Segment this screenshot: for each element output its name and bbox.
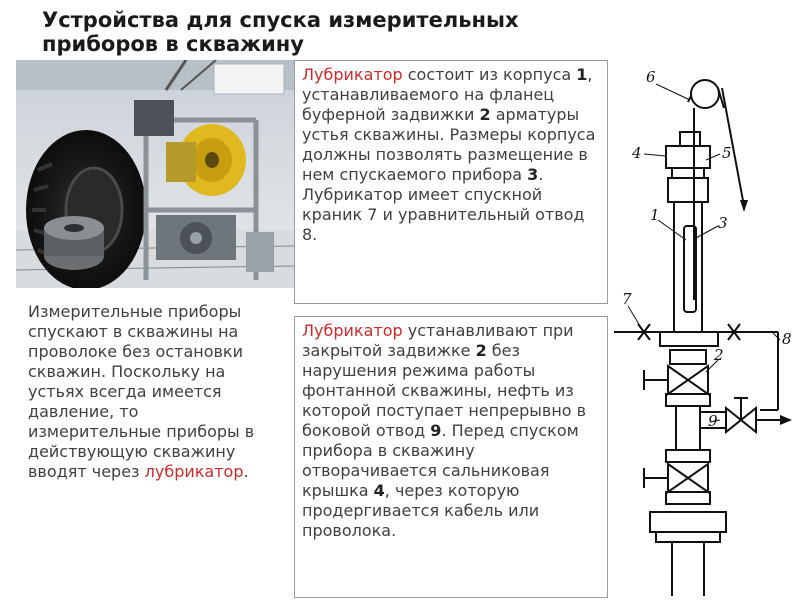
text-fragment: состоит из корпуса (402, 65, 577, 84)
text-fragment: без нарушения режима работы фонтанной ск… (302, 341, 587, 440)
diagram-label-9: 9 (708, 412, 718, 430)
text-fragment: устанавливают при закрытой задвижке (302, 321, 574, 360)
diagram-label-2: 2 (713, 346, 724, 364)
text-fragment: арматуры устья скважины. Размеры корпуса… (302, 105, 596, 184)
ref-number: 2 (475, 341, 487, 360)
diagram-label-7: 7 (622, 290, 632, 308)
lubricator-schematic: 6 4 5 1 3 7 2 8 9 (614, 68, 792, 596)
diagram-label-6: 6 (646, 68, 656, 86)
slide-title-line1: Устройства для спуска измерительных (42, 8, 519, 32)
equipment-photo (16, 60, 294, 288)
intro-paragraph: Измерительные приборы спускают в скважин… (28, 302, 260, 482)
ref-number: 1 (576, 65, 588, 84)
diagram-label-3: 3 (718, 214, 728, 232)
text-fragment: , через которую продергивается кабель ил… (302, 481, 540, 540)
ref-number: 9 (430, 421, 442, 440)
slide-title: Устройства для спуска измерительных приб… (42, 8, 602, 56)
text-fragment: . Лубрикатор имеет спускной краник 7 и у… (302, 165, 585, 244)
lubricator-equipment-photo-icon (16, 60, 294, 288)
diagram-label-8: 8 (782, 330, 792, 348)
diagram-label-4: 4 (631, 144, 642, 162)
lubricator-diagram: 6 4 5 1 3 7 2 8 9 (610, 60, 796, 596)
lubricator-installation-box: Лубрикатор устанавливают при закрытой за… (294, 316, 608, 598)
intro-end: . (243, 462, 249, 481)
ref-number: 3 (527, 165, 539, 184)
lubricator-term: лубрикатор (144, 462, 244, 481)
lubricator-term: Лубрикатор (302, 65, 403, 84)
text-fragment: , устанавливаемого на фланец буферной за… (302, 65, 593, 124)
intro-text: Измерительные приборы спускают в скважин… (28, 302, 255, 481)
text-fragment: . Перед спуском прибора в скважину отвор… (302, 421, 579, 500)
ref-number: 2 (479, 105, 491, 124)
diagram-label-5: 5 (722, 144, 732, 162)
lubricator-description-box: Лубрикатор состоит из корпуса 1, устанав… (294, 60, 608, 304)
ref-number: 4 (373, 481, 385, 500)
lubricator-term: Лубрикатор (302, 321, 403, 340)
slide-title-line2: приборов в скважину (42, 32, 304, 56)
diagram-label-1: 1 (650, 206, 660, 224)
